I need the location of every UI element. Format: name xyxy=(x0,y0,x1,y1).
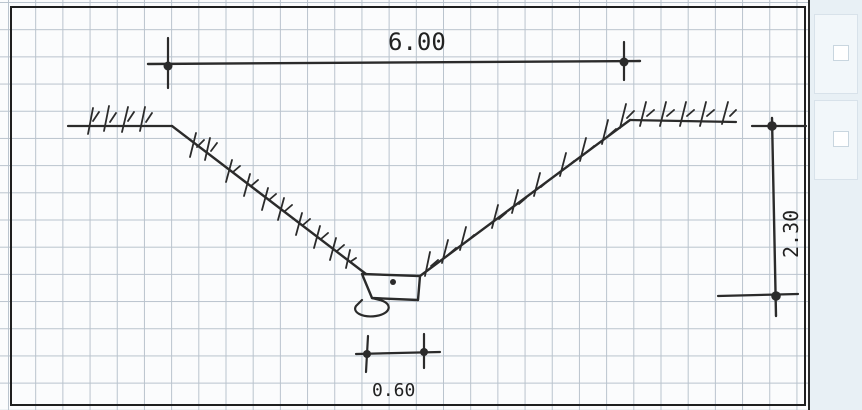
bottom-width-label: 0.60 xyxy=(372,380,415,401)
ground-left xyxy=(66,105,174,135)
checkbox-icon[interactable] xyxy=(833,131,849,147)
top-width-label: 6.00 xyxy=(388,28,446,56)
ground-right xyxy=(619,101,738,129)
channel-cross-section-sketch: 6.00 xyxy=(66,28,808,401)
depth-label: 2.30 xyxy=(779,210,803,258)
channel-bottom xyxy=(354,272,422,318)
checkbox-icon[interactable] xyxy=(833,45,849,61)
depth-dimension: 2.30 xyxy=(716,116,808,318)
bottom-width-dimension: 0.60 xyxy=(354,332,442,401)
right-slope xyxy=(418,118,632,278)
side-thumbnail-1[interactable] xyxy=(814,14,858,94)
side-thumbnail-2[interactable] xyxy=(814,100,858,180)
grid-paper xyxy=(0,0,810,410)
top-width-dimension: 6.00 xyxy=(146,28,642,90)
left-slope xyxy=(170,124,368,276)
